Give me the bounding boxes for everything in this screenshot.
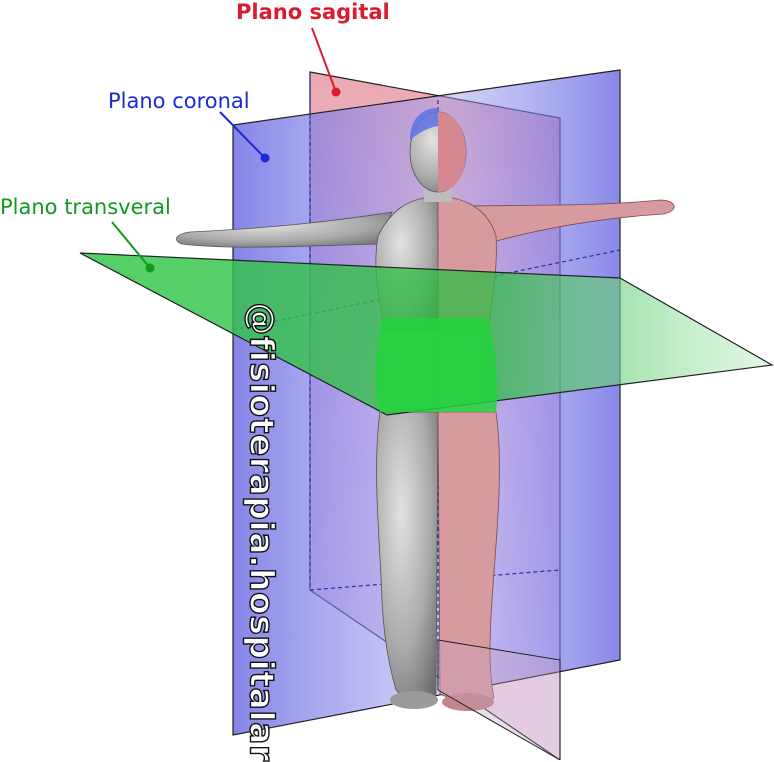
coronal-marker	[260, 153, 270, 163]
transverse-plane-label: Plano transveral	[0, 195, 171, 219]
leader-lines	[111, 27, 337, 269]
pelvis-section	[375, 318, 498, 412]
left-foot	[390, 691, 438, 709]
right-arm	[469, 199, 675, 247]
head-top-blue	[410, 108, 438, 140]
sagittal-leader	[311, 27, 337, 93]
coronal-leader	[219, 111, 266, 159]
head-right	[438, 112, 466, 192]
coronal-plane-label: Plano coronal	[108, 89, 250, 113]
sagittal-marker	[331, 87, 341, 97]
left-arm	[176, 211, 393, 248]
sagittal-plane-label: Plano sagital	[236, 0, 390, 24]
transverse-leader	[111, 221, 151, 269]
sagittal-plane-front	[437, 639, 561, 760]
transverse-marker	[145, 263, 155, 273]
right-foot	[442, 693, 494, 711]
watermark-text: @fisioterapia.hospitalar	[242, 302, 282, 762]
